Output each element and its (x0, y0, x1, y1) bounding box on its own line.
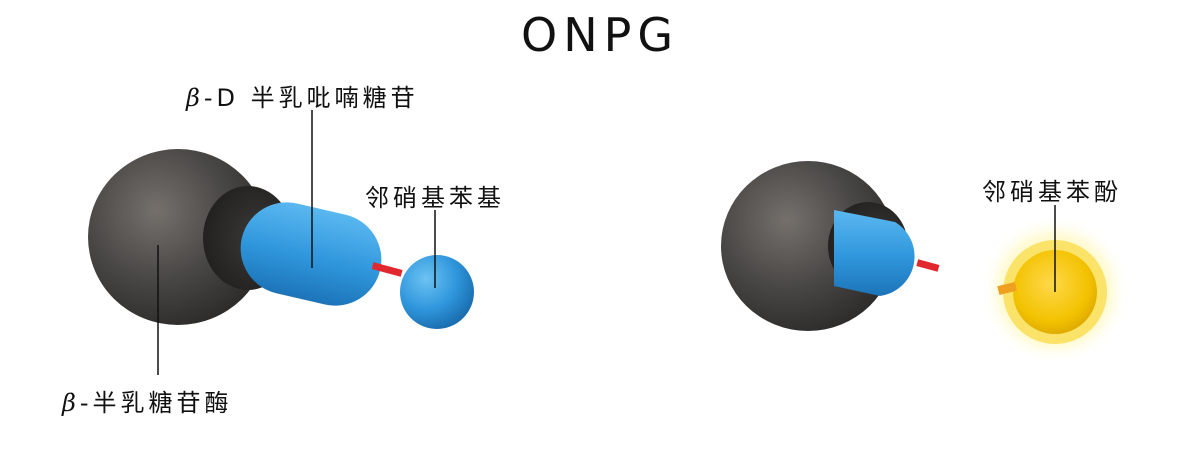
label-nitrophenol: 邻硝基苯酚 (982, 178, 1122, 206)
nitrophenol-bond (997, 281, 1017, 296)
label-enzyme-text: -半乳糖苷酶 (79, 389, 233, 417)
broken-bond (916, 259, 940, 272)
diagram-title: ONPG (520, 8, 679, 62)
label-enzyme-beta: β (62, 389, 80, 417)
nitrophenyl-ball (400, 255, 474, 329)
label-galactoside: β-D 半乳吡喃糖苷 (186, 78, 419, 113)
label-nitrophenyl: 邻硝基苯基 (365, 184, 505, 212)
label-galactoside-beta: β (186, 84, 204, 112)
galactoside-capsule (240, 202, 382, 306)
galactoside-fragment (834, 210, 915, 296)
label-galactoside-text: -D 半乳吡喃糖苷 (203, 84, 419, 112)
glycosidic-bond (371, 262, 403, 277)
label-enzyme: β-半乳糖苷酶 (62, 383, 233, 418)
